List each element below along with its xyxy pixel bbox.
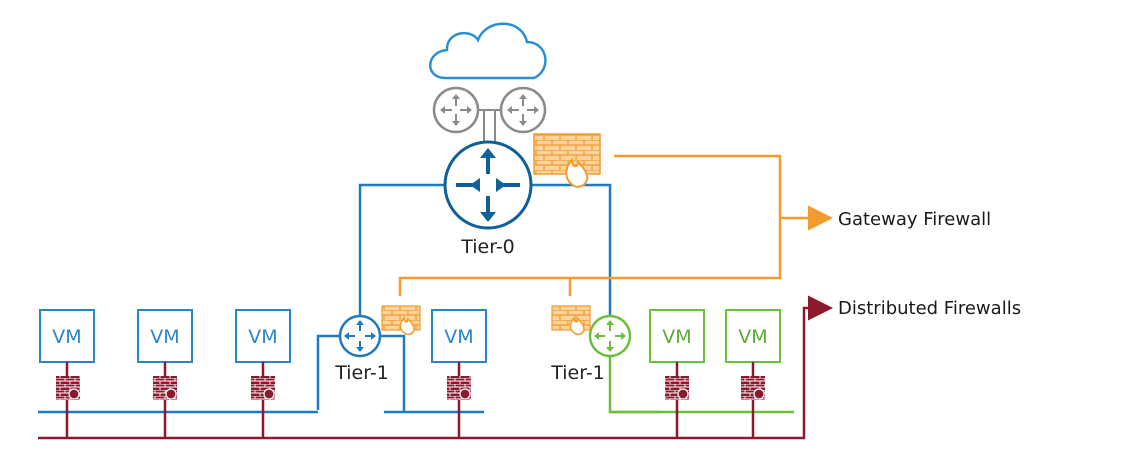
tier1-left-router-icon bbox=[338, 314, 382, 358]
vm-right-2: VM bbox=[725, 309, 781, 438]
vm-left-3: VM bbox=[235, 309, 291, 438]
cloud-icon bbox=[429, 22, 547, 80]
distributed-firewall-icon bbox=[447, 376, 471, 400]
distributed-firewalls-label: Distributed Firewalls bbox=[838, 298, 1021, 319]
edge-router-right-icon bbox=[499, 86, 547, 134]
distributed-firewall-icon bbox=[56, 376, 80, 400]
vm-left-2-label: VM bbox=[150, 326, 179, 348]
gateway-firewall-label: Gateway Firewall bbox=[838, 209, 991, 230]
tier0-router-icon bbox=[443, 140, 533, 230]
vm-left-1-label: VM bbox=[52, 326, 81, 348]
distributed-firewall-icon bbox=[665, 376, 689, 400]
distributed-firewall-icon bbox=[153, 376, 177, 400]
vm-left-2: VM bbox=[137, 309, 193, 438]
vm-right-1: VM bbox=[649, 309, 705, 438]
distributed-firewall-icon bbox=[741, 376, 765, 400]
vm-middle-1: VM bbox=[431, 309, 487, 438]
gateway-firewall-tier1-right-icon bbox=[551, 305, 591, 336]
tier1-right-label: Tier-1 bbox=[550, 362, 605, 384]
tier1-right-router-icon bbox=[588, 314, 632, 358]
vm-right-1-label: VM bbox=[662, 326, 691, 348]
tier0-label: Tier-0 bbox=[460, 236, 515, 258]
vm-left-3-label: VM bbox=[248, 326, 277, 348]
edge-router-left-icon bbox=[432, 86, 480, 134]
gateway-firewall-tier1-left-icon bbox=[381, 305, 421, 336]
vm-middle-1-label: VM bbox=[444, 326, 473, 348]
gateway-firewall-tier0-icon bbox=[533, 133, 601, 188]
tier1-left-label: Tier-1 bbox=[334, 362, 389, 384]
distributed-firewall-icon bbox=[251, 376, 275, 400]
vm-left-1: VM bbox=[39, 309, 95, 438]
vm-right-2-label: VM bbox=[738, 326, 767, 348]
